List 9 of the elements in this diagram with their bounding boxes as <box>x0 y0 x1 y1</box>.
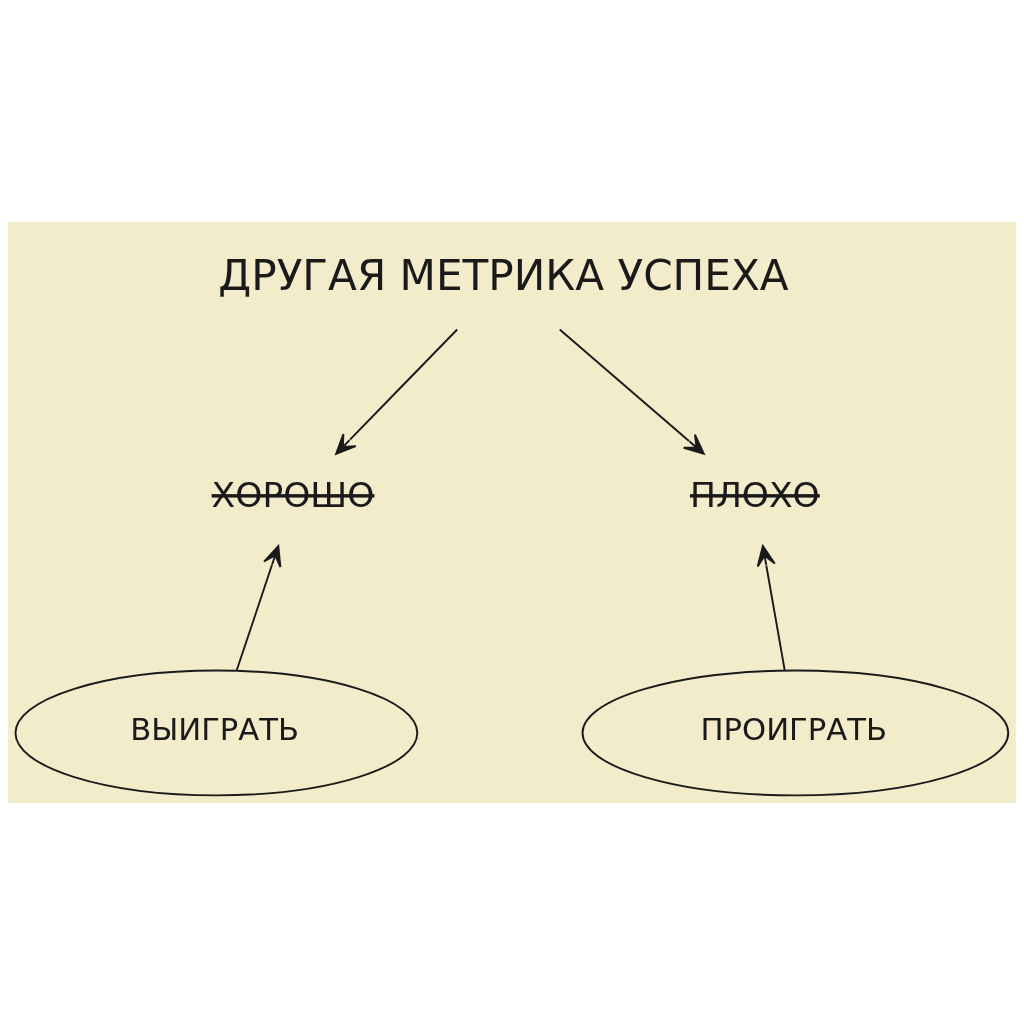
node-text: ДРУГАЯ МЕТРИКА УСПЕХА <box>218 250 789 300</box>
arrow <box>335 328 459 455</box>
node-ellipse: ПРОИГРАТЬ <box>581 669 1010 796</box>
node-ellipse: ВЫИГРАТЬ <box>14 669 419 796</box>
node-text: ПЛОХО <box>689 474 820 515</box>
arrow <box>756 544 786 671</box>
arrow <box>235 544 282 671</box>
node-text: ХОРОШО <box>211 474 375 515</box>
arrow <box>558 328 705 455</box>
